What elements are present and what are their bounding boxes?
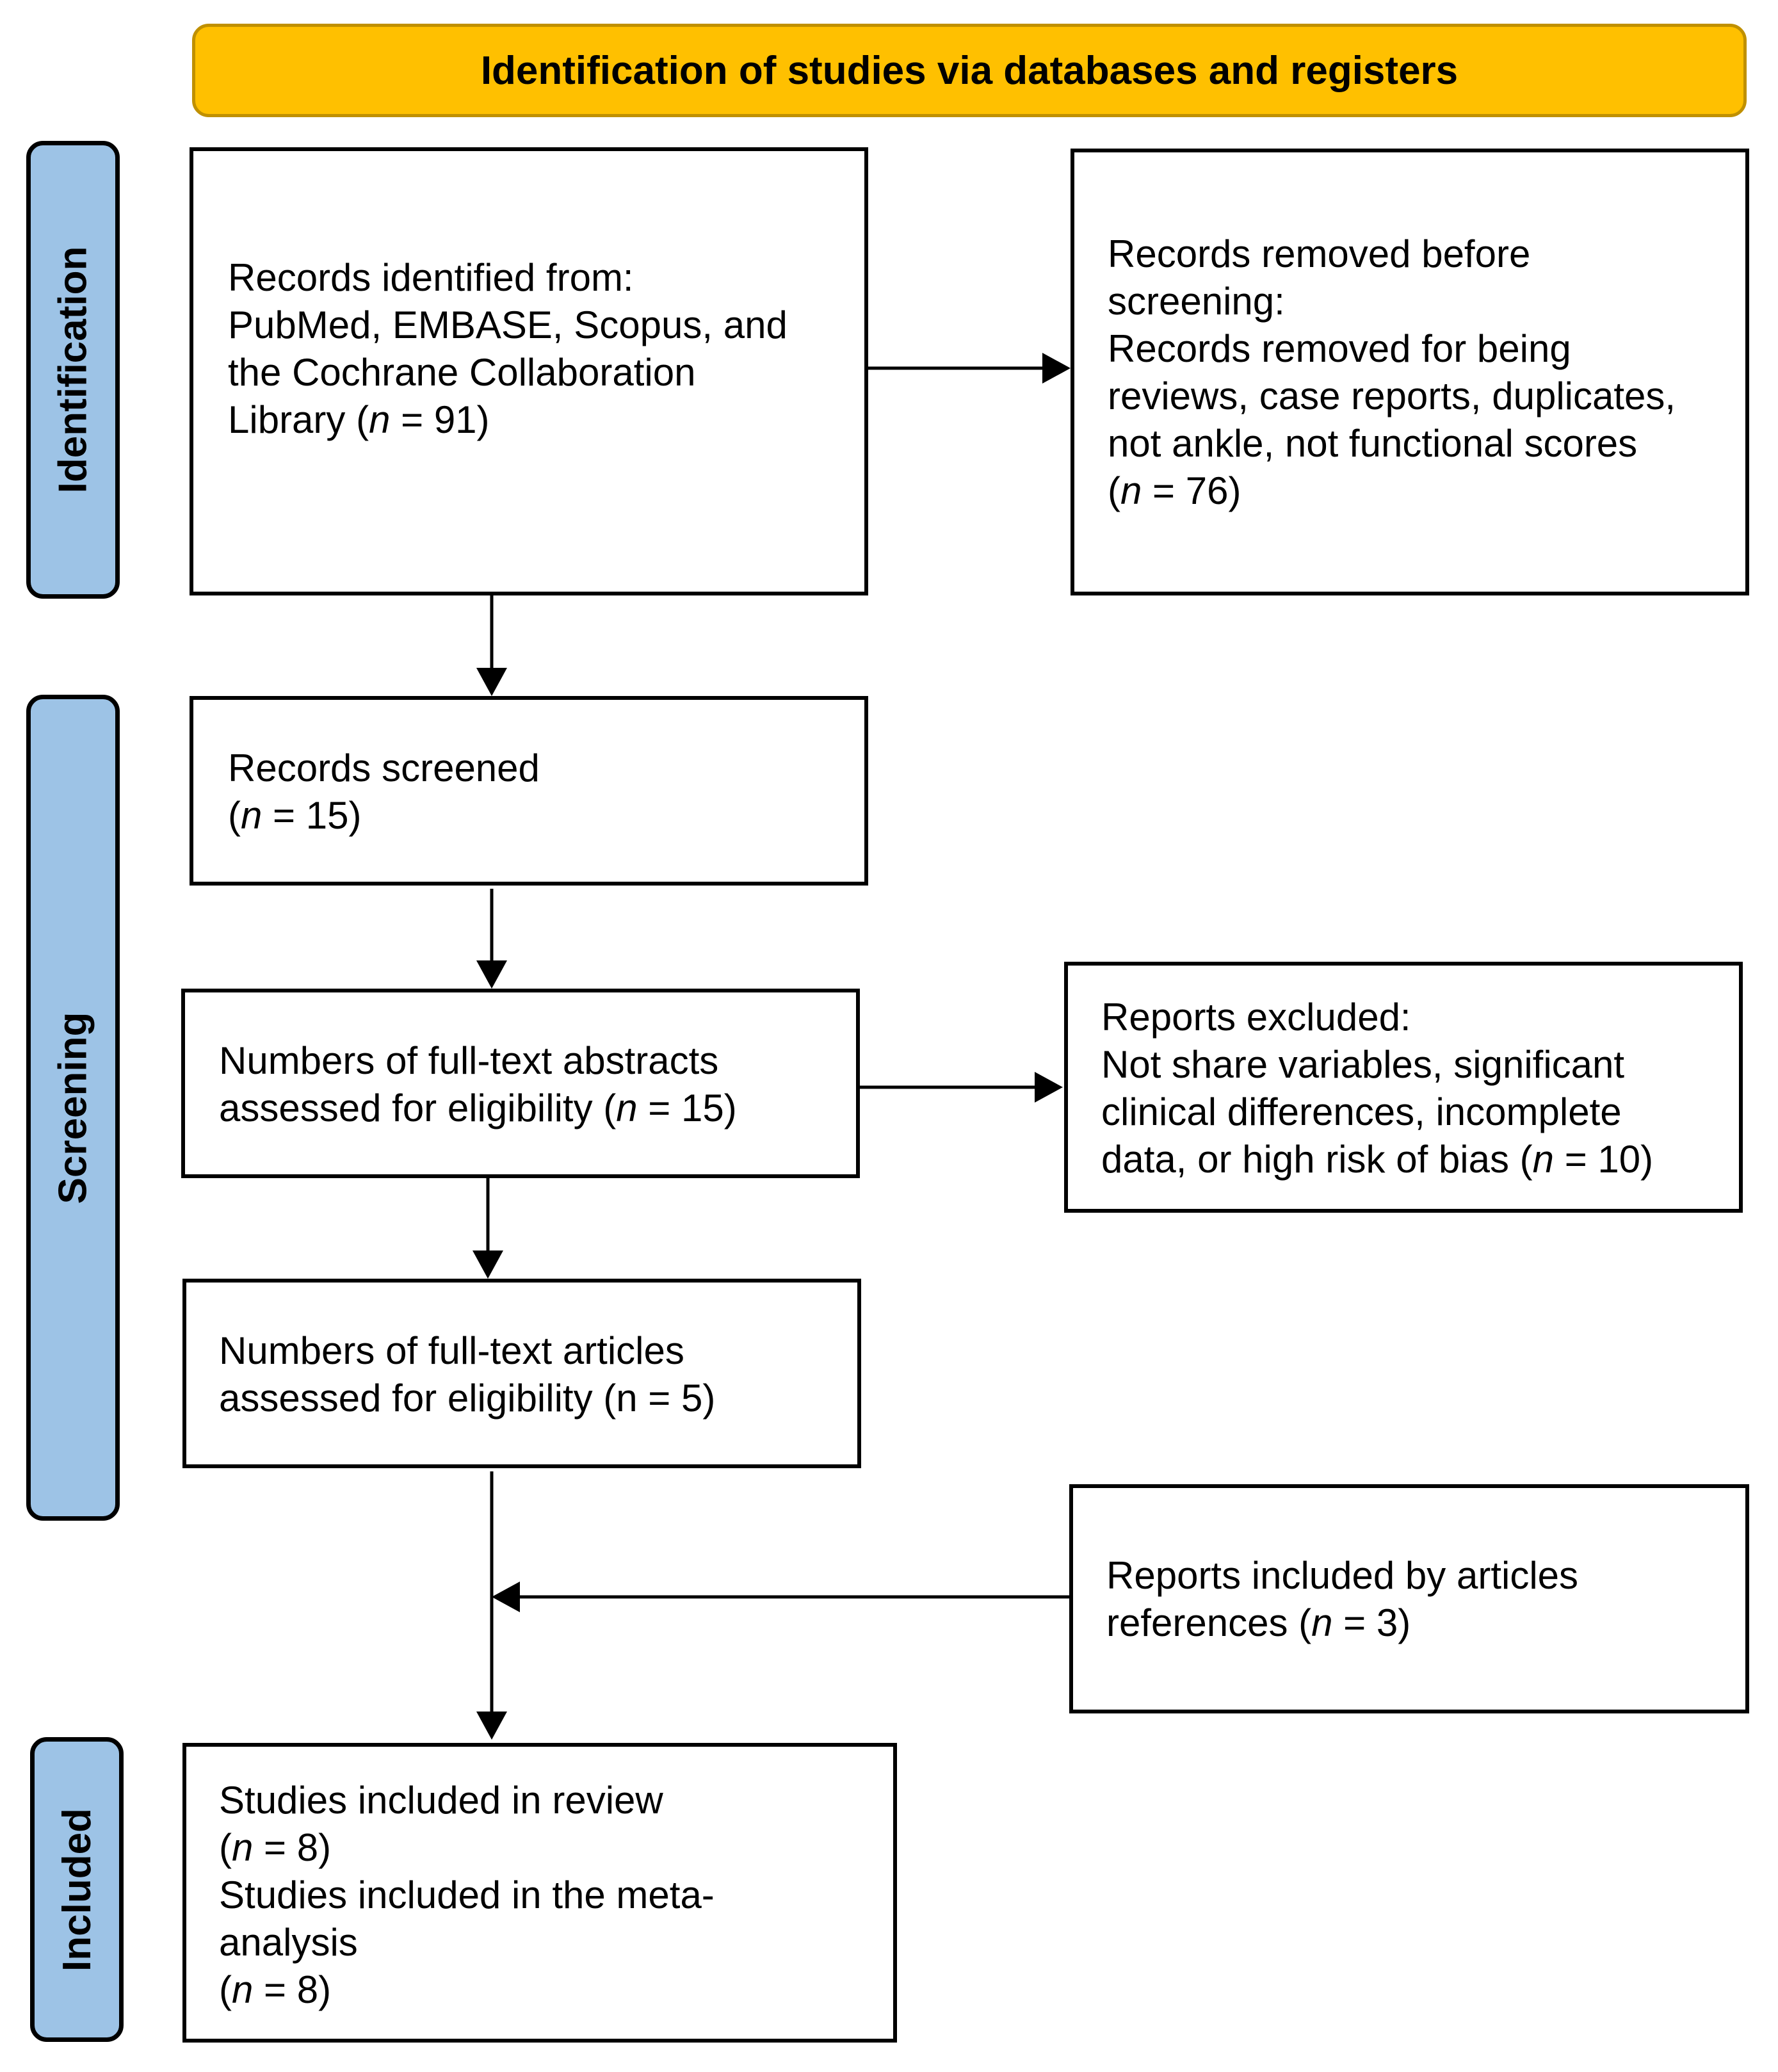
reports-excluded-line1: Reports excluded: [1101, 996, 1411, 1039]
articles-assessed-line1: Numbers of full-text articles [219, 1329, 684, 1372]
box-records-screened [190, 696, 868, 886]
text-records-identified: Records identified from: PubMed, EMBASE,… [228, 254, 788, 444]
records-identified-line2: PubMed, EMBASE, Scopus, and [228, 304, 788, 346]
arrowhead-articles [473, 1250, 503, 1279]
phase-identification: Identification [26, 141, 120, 599]
box-reports-included-refs [1069, 1484, 1749, 1713]
arrowhead-screened [476, 668, 507, 696]
records-removed-line3: Records removed for being [1108, 327, 1571, 370]
reports-excluded-line2: Not share variables, significant [1101, 1043, 1625, 1086]
text-articles-assessed: Numbers of full-text articles assessed f… [219, 1327, 715, 1422]
text-records-screened: Records screened (n = 15) [228, 745, 540, 839]
abstracts-assessed-line2: assessed for eligibility (n = 15) [219, 1087, 737, 1129]
header-title: Identification of studies via databases … [480, 48, 1459, 93]
records-removed-line2: screening: [1108, 280, 1285, 323]
studies-included-line3: Studies included in the meta- [219, 1874, 715, 1916]
box-reports-excluded [1064, 962, 1743, 1213]
text-reports-excluded: Reports excluded: Not share variables, s… [1101, 994, 1653, 1183]
records-screened-line2: (n = 15) [228, 794, 362, 837]
reports-excluded-line4: data, or high risk of bias (n = 10) [1101, 1138, 1654, 1181]
box-abstracts-assessed [181, 989, 860, 1178]
phase-screening: Screening [26, 695, 120, 1521]
text-reports-included-refs: Reports included by articles references … [1106, 1552, 1578, 1647]
text-abstracts-assessed: Numbers of full-text abstracts assessed … [219, 1037, 737, 1132]
text-records-removed: Records removed before screening: Record… [1108, 231, 1676, 515]
articles-assessed-line2: assessed for eligibility (n = 5) [219, 1377, 716, 1420]
records-removed-line4: reviews, case reports, duplicates, [1108, 375, 1676, 417]
box-articles-assessed [182, 1279, 861, 1468]
arrowhead-abstracts [476, 960, 507, 989]
reports-included-refs-line2: references (n = 3) [1106, 1601, 1411, 1644]
arrowhead-removed [1042, 353, 1071, 384]
records-removed-line5: not ankle, not functional scores [1108, 422, 1638, 465]
reports-excluded-line3: clinical differences, incomplete [1101, 1090, 1622, 1133]
arrowhead-studies [476, 1712, 507, 1740]
phase-included: Included [30, 1737, 124, 2042]
records-identified-line1: Records identified from: [228, 256, 634, 299]
studies-included-line4: analysis [219, 1921, 358, 1964]
box-records-removed [1071, 149, 1749, 595]
abstracts-assessed-line1: Numbers of full-text abstracts [219, 1039, 719, 1082]
arrowhead-refs [492, 1582, 520, 1612]
studies-included-line2: (n = 8) [219, 1826, 332, 1869]
box-studies-included [182, 1743, 897, 2043]
studies-included-line5: (n = 8) [219, 1968, 332, 2011]
header-banner: Identification of studies via databases … [192, 24, 1747, 117]
studies-included-line1: Studies included in review [219, 1779, 663, 1822]
records-identified-line3: the Cochrane Collaboration [228, 351, 696, 394]
reports-included-refs-line1: Reports included by articles [1106, 1554, 1579, 1597]
arrowhead-excluded [1035, 1072, 1063, 1103]
records-identified-line4: Library (n = 91) [228, 398, 490, 441]
records-removed-line1: Records removed before [1108, 232, 1531, 275]
box-records-identified [190, 147, 868, 595]
records-screened-line1: Records screened [228, 747, 540, 789]
records-removed-line6: (n = 76) [1108, 469, 1241, 512]
text-studies-included: Studies included in review (n = 8) Studi… [219, 1777, 715, 2014]
